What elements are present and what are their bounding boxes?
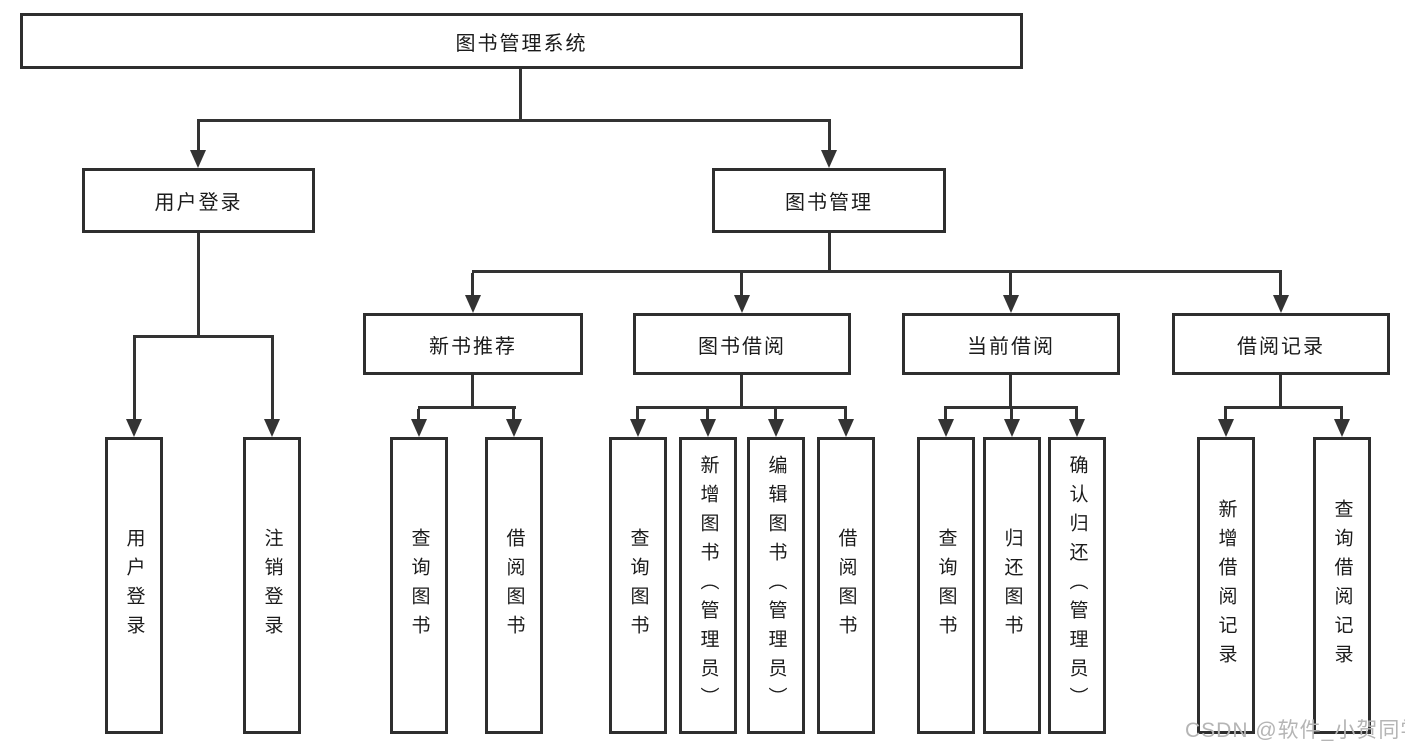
connector-line (197, 119, 831, 122)
leaf-logout: 注销登录 (243, 437, 301, 734)
connector-line (1075, 409, 1078, 419)
leaf-return-books: 归还图书 (983, 437, 1041, 734)
connector-line (271, 338, 274, 420)
csdn-watermark: CSDN @软件_小贺同学 (1185, 719, 1405, 742)
leaf-query-books-current-label: 查询图书 (935, 527, 957, 644)
connector-line (471, 273, 474, 295)
connector-line (133, 335, 274, 338)
arrowhead-down-icon (768, 419, 784, 437)
arrowhead-down-icon (1218, 419, 1234, 437)
arrowhead-down-icon (838, 419, 854, 437)
arrowhead-down-icon (1069, 419, 1085, 437)
arrowhead-down-icon (938, 419, 954, 437)
leaf-query-books-borrowing-label: 查询图书 (627, 527, 649, 644)
connector-line (133, 338, 136, 420)
arrowhead-down-icon (264, 419, 280, 437)
node-book-borrowing: 图书借阅 (633, 313, 851, 375)
connector-line (740, 374, 743, 408)
node-borrowing-records: 借阅记录 (1172, 313, 1390, 375)
arrowhead-down-icon (506, 419, 522, 437)
connector-line (1009, 273, 1012, 295)
leaf-query-borrow-record-label: 查询借阅记录 (1331, 498, 1353, 673)
leaf-borrow-books-label: 借阅图书 (835, 527, 857, 644)
connector-line (828, 232, 831, 272)
leaf-edit-books-admin: 编辑图书（管理员） (747, 437, 805, 734)
arrowhead-down-icon (821, 150, 837, 168)
connector-line (1279, 273, 1282, 295)
arrowhead-down-icon (700, 419, 716, 437)
leaf-borrow-books-recommend-label: 借阅图书 (503, 527, 525, 644)
arrowhead-down-icon (126, 419, 142, 437)
node-root: 图书管理系统 (20, 13, 1023, 69)
leaf-confirm-return-admin-label: 确认归还（管理员） (1066, 455, 1088, 716)
node-user-login-label: 用户登录 (154, 192, 243, 214)
connector-line (471, 374, 474, 408)
connector-line (418, 406, 516, 409)
leaf-query-borrow-record: 查询借阅记录 (1313, 437, 1371, 734)
arrowhead-down-icon (1004, 419, 1020, 437)
arrowhead-down-icon (465, 295, 481, 313)
node-book-borrowing-label: 图书借阅 (698, 335, 786, 358)
leaf-query-books-recommend-label: 查询图书 (408, 527, 430, 644)
connector-line (1340, 409, 1343, 419)
leaf-query-books-borrowing: 查询图书 (609, 437, 667, 734)
leaf-add-borrow-record: 新增借阅记录 (1197, 437, 1255, 734)
node-user-login: 用户登录 (82, 168, 315, 233)
arrowhead-down-icon (1334, 419, 1350, 437)
node-current-borrowing-label: 当前借阅 (967, 335, 1055, 358)
node-book-management: 图书管理 (712, 168, 946, 233)
connector-line (197, 121, 200, 151)
connector-line (1224, 406, 1343, 409)
connector-line (519, 68, 522, 121)
arrowhead-down-icon (1003, 295, 1019, 313)
leaf-borrow-books-recommend: 借阅图书 (485, 437, 543, 734)
connector-line (1224, 409, 1227, 419)
connector-line (944, 409, 947, 419)
connector-line (472, 270, 1282, 273)
node-root-label: 图书管理系统 (455, 32, 588, 55)
leaf-query-books-current: 查询图书 (917, 437, 975, 734)
connector-line (740, 273, 743, 295)
leaf-user-login: 用户登录 (105, 437, 163, 734)
node-borrowing-records-label: 借阅记录 (1237, 335, 1325, 358)
arrowhead-down-icon (190, 150, 206, 168)
connector-line (1010, 409, 1013, 419)
leaf-logout-label: 注销登录 (261, 527, 283, 644)
node-new-book-recommend-label: 新书推荐 (429, 335, 517, 358)
connector-line (512, 409, 515, 419)
connector-line (828, 121, 831, 151)
connector-line (417, 409, 420, 419)
connector-line (636, 406, 847, 409)
connector-line (706, 409, 709, 419)
leaf-user-login-label: 用户登录 (123, 527, 145, 644)
leaf-return-books-label: 归还图书 (1001, 527, 1023, 644)
leaf-add-books-admin: 新增图书（管理员） (679, 437, 737, 734)
node-book-management-label: 图书管理 (785, 192, 873, 214)
connector-line (944, 406, 1078, 409)
leaf-confirm-return-admin: 确认归还（管理员） (1048, 437, 1106, 734)
connector-line (636, 409, 639, 419)
connector-line (197, 232, 200, 337)
node-new-book-recommend: 新书推荐 (363, 313, 583, 375)
arrowhead-down-icon (1273, 295, 1289, 313)
node-current-borrowing: 当前借阅 (902, 313, 1120, 375)
leaf-edit-books-admin-label: 编辑图书（管理员） (765, 455, 787, 716)
connector-line (774, 409, 777, 419)
leaf-query-books-recommend: 查询图书 (390, 437, 448, 734)
leaf-add-borrow-record-label: 新增借阅记录 (1215, 498, 1237, 673)
connector-line (1009, 374, 1012, 408)
arrowhead-down-icon (411, 419, 427, 437)
arrowhead-down-icon (630, 419, 646, 437)
arrowhead-down-icon (734, 295, 750, 313)
leaf-add-books-admin-label: 新增图书（管理员） (697, 455, 719, 716)
leaf-borrow-books: 借阅图书 (817, 437, 875, 734)
connector-line (1279, 374, 1282, 408)
connector-line (844, 409, 847, 419)
